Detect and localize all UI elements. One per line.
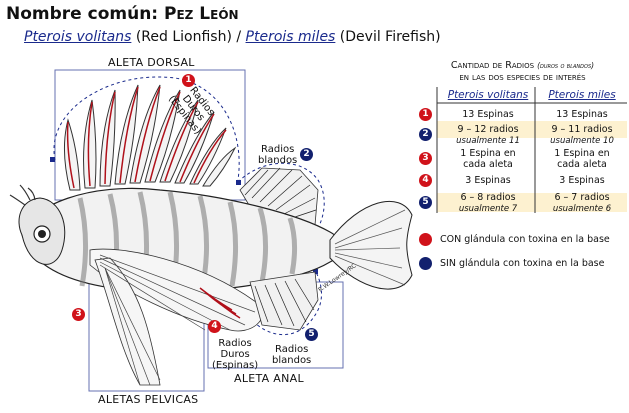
legend-navy-dot <box>419 257 432 270</box>
col-header-volitans: Pterois volitans <box>438 90 538 101</box>
row4-miles: 3 Espinas <box>537 176 627 187</box>
row1-miles: 13 Espinas <box>537 110 627 121</box>
row-badge-5: 5 <box>419 196 432 209</box>
legend-red-dot <box>419 233 432 246</box>
badge-2: 2 <box>300 148 313 161</box>
row4-volitans: 3 Espinas <box>438 176 538 187</box>
heading-small: (duros o blandos) <box>537 61 594 70</box>
row-badge-3: 3 <box>419 152 432 165</box>
dorsal-spines <box>64 85 235 190</box>
legend-navy-text: SIN glándula con toxina en la base <box>440 258 604 269</box>
badge-5: 5 <box>305 328 318 341</box>
row-badge-2: 2 <box>419 128 432 141</box>
row1-volitans: 13 Espinas <box>438 110 538 121</box>
row3-volitans: 1 Espina en cada aleta <box>458 149 518 170</box>
col-header-miles: Pterois miles <box>537 90 627 101</box>
badge-3: 3 <box>72 308 85 321</box>
artist-signature: R.W.Lowrey/RC <box>317 262 357 293</box>
label-aleta-dorsal: ALETA DORSAL <box>108 56 195 69</box>
row3-miles: 1 Espina en cada aleta <box>550 149 614 170</box>
label-aletas-pelvicas: ALETAS PELVICAS <box>98 393 198 406</box>
label-radios-blandos-dorsal: Radios blandos <box>258 144 297 166</box>
label-radios-duros-anal: Radios Duros (Espinas) <box>212 338 258 371</box>
legend-red-text: CON glándula con toxina en la base <box>440 234 610 245</box>
badge-4: 4 <box>208 320 221 333</box>
row-badge-4: 4 <box>419 174 432 187</box>
heading-sub: en las dos especies de interés <box>420 72 625 84</box>
table-heading: Cantidad de Radios (duros o blandos) en … <box>420 60 625 84</box>
badge-1: 1 <box>182 74 195 87</box>
heading-main: Cantidad de Radios <box>451 60 534 71</box>
label-radios-blandos-anal: Radios blandos <box>272 344 311 366</box>
row-badge-1: 1 <box>419 108 432 121</box>
label-aleta-anal: ALETA ANAL <box>234 372 304 385</box>
